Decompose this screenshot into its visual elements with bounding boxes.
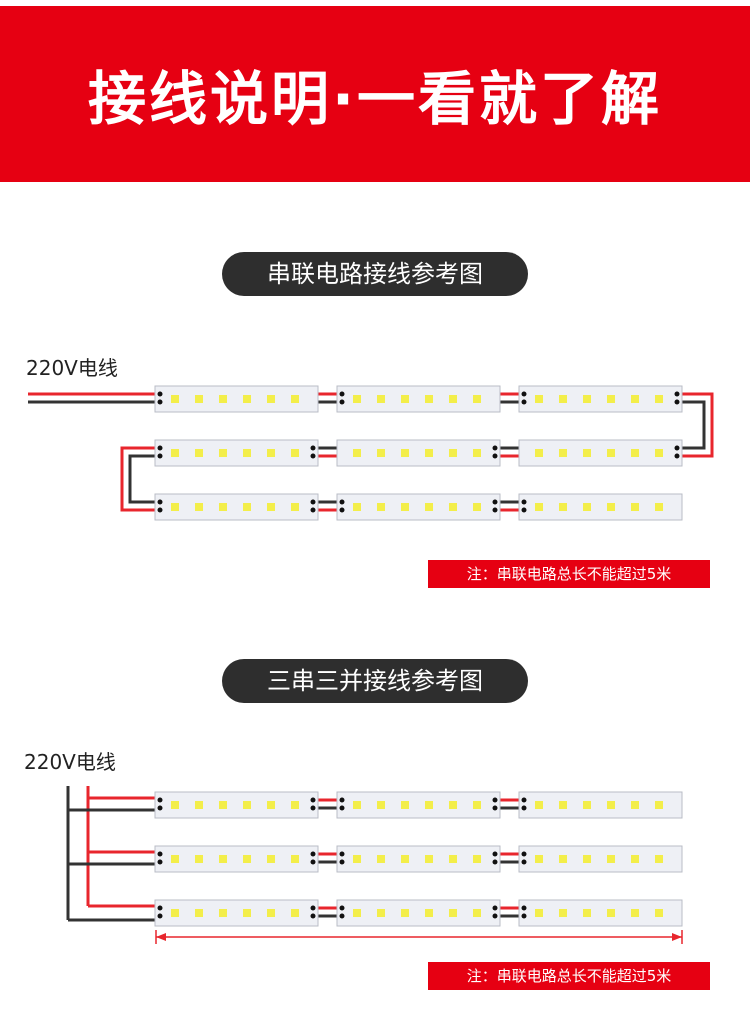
led-strip — [154, 899, 319, 927]
led-strip — [336, 845, 501, 873]
led-strip — [154, 493, 319, 521]
length-dimension-line — [155, 930, 683, 944]
parallel-wire-label: 220V电线 — [24, 750, 116, 774]
series-wiring-diagram — [28, 385, 714, 521]
led-strip — [336, 899, 501, 927]
series-note: 注：串联电路总长不能超过5米 — [428, 560, 710, 588]
led-strip — [518, 845, 683, 873]
parallel-strips — [154, 791, 683, 927]
header-banner: 接线说明·一看就了解 — [0, 6, 750, 182]
led-strip — [518, 899, 683, 927]
led-strip — [336, 439, 501, 467]
led-strip — [518, 493, 683, 521]
parallel-note: 注：串联电路总长不能超过5米 — [428, 962, 710, 990]
led-strip — [154, 845, 319, 873]
led-strip — [518, 791, 683, 819]
parallel-diagram-badge: 三串三并接线参考图 — [222, 659, 528, 703]
series-diagram-badge: 串联电路接线参考图 — [222, 252, 528, 296]
led-strip — [336, 493, 501, 521]
led-strip — [518, 439, 683, 467]
parallel-wiring-diagram — [66, 786, 683, 944]
series-wires — [28, 392, 714, 512]
led-strip — [154, 385, 319, 413]
parallel-wires — [66, 786, 522, 922]
led-strip — [336, 385, 501, 413]
led-strip — [154, 791, 319, 819]
page-title: 接线说明·一看就了解 — [87, 65, 663, 133]
series-wire-label: 220V电线 — [26, 356, 118, 380]
led-strip — [336, 791, 501, 819]
led-strip — [154, 439, 319, 467]
led-strip — [518, 385, 683, 413]
series-strips — [154, 385, 683, 521]
